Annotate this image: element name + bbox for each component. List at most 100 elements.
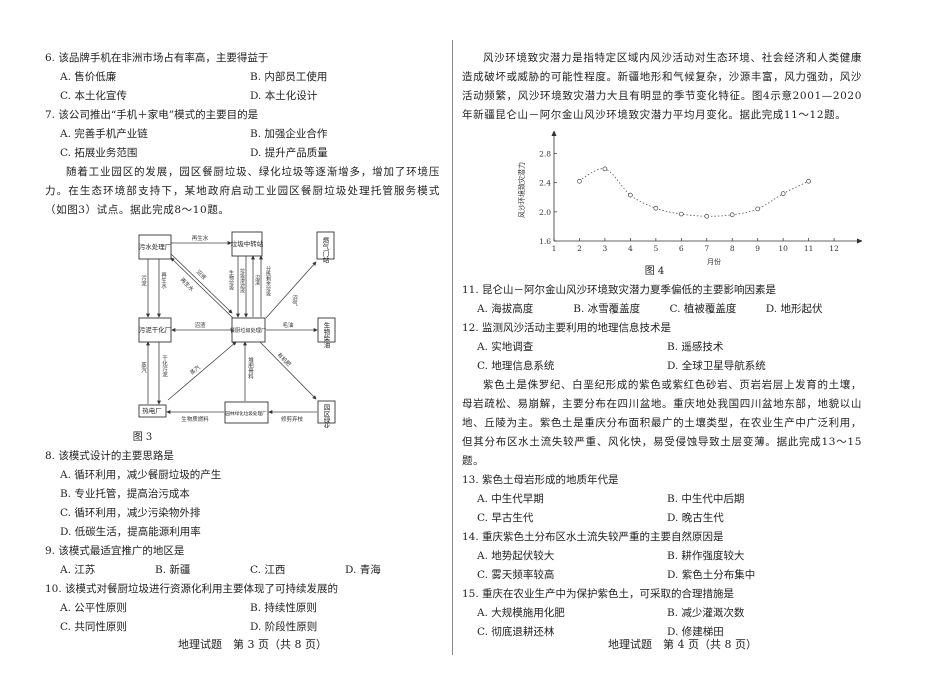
question-stem: 12. 监测风沙活动主要利用的地理信息技术是 bbox=[462, 322, 672, 334]
option-d: D. 晚古生代 bbox=[667, 512, 724, 524]
node-gas: 燃气门站 bbox=[321, 236, 329, 264]
data-point bbox=[653, 205, 659, 211]
label-transfer-kitchen-bio: 生物垃圾 bbox=[228, 269, 234, 291]
y-tick-label: 2.4 bbox=[539, 179, 551, 188]
node-kitchen: 餐厨垃圾处理厂 bbox=[230, 326, 266, 334]
option-c: C. 植被覆盖度 bbox=[669, 303, 737, 315]
node-diesel: 生物柴油 bbox=[322, 321, 330, 350]
x-tick-label: 1 bbox=[552, 244, 557, 253]
edge-kitchen-green bbox=[259, 341, 317, 400]
question-stem: 7. 该公司推出“手机＋家电”模式的主要目的是 bbox=[45, 109, 259, 121]
data-point bbox=[755, 206, 761, 212]
option-c: C. 江西 bbox=[250, 564, 286, 576]
figure-4-caption: 图 4 bbox=[644, 266, 665, 277]
x-tick-label: 6 bbox=[679, 244, 684, 253]
option-a: A. 完善手机产业链 bbox=[60, 128, 148, 140]
figure-3-diagram: 污水处理厂 垃圾中转站 燃气门站 污泥干化厂 餐厨垃圾处理厂 生物柴油 热电厂 … bbox=[138, 231, 336, 428]
node-sewage: 污水处理厂 bbox=[139, 242, 172, 251]
label-power-sludge: 蒸汽 bbox=[140, 361, 147, 374]
label-sewage-transfer: 再生水 bbox=[192, 234, 209, 242]
x-tick-label: 4 bbox=[628, 244, 633, 253]
option-b: B. 加强企业合作 bbox=[250, 128, 328, 140]
option-b: B. 减少灌溉次数 bbox=[667, 607, 745, 619]
edge-sewage-kitchen bbox=[170, 253, 233, 314]
x-tick-label: 5 bbox=[653, 244, 658, 253]
data-point bbox=[704, 213, 710, 219]
option-c: C. 雾天频率较高 bbox=[477, 569, 555, 581]
option-d: D. 本土化设计 bbox=[250, 90, 318, 102]
node-garden: 园林绿化垃圾处理厂 bbox=[225, 410, 267, 417]
option-a: A. 大规模施用化肥 bbox=[477, 607, 565, 619]
y-tick-label: 1.6 bbox=[539, 237, 551, 246]
option-b: B. 中生代中后期 bbox=[667, 493, 745, 505]
question-stem: 14. 重庆紫色土分布区水土流失较严重的主要自然原因是 bbox=[462, 531, 724, 543]
data-point bbox=[628, 192, 633, 198]
x-tick-label: 3 bbox=[603, 244, 608, 253]
option-c: C. 早古生代 bbox=[477, 512, 534, 524]
label-kitchen-green: 有机肥 bbox=[276, 351, 294, 369]
option-c: C. 彻底退耕还林 bbox=[477, 626, 555, 638]
label-kitchen-sludge: 沼渣 bbox=[194, 321, 206, 329]
x-tick-label: 2 bbox=[577, 244, 582, 253]
option-a: A. 循环利用，减少餐厨垃圾的产生 bbox=[60, 469, 222, 481]
passage-11-12: 风沙环境致灾潜力是指特定区域内风沙活动对生态环境、社会经济和人类健康造成破坏或威… bbox=[462, 52, 862, 121]
edge-kitchen-sewage bbox=[170, 257, 234, 319]
option-b: B. 耕作强度较大 bbox=[667, 550, 745, 562]
option-c: C. 共同性原则 bbox=[60, 621, 127, 633]
x-tick-label: 12 bbox=[829, 244, 839, 253]
question-stem: 13. 紫色土母岩形成的地质年代是 bbox=[462, 474, 619, 486]
label-kitchen-sewage: 沼液 bbox=[195, 268, 209, 282]
passage-8-10: 随着工业园区的发展，园区餐厨垃圾、绿化垃圾等逐渐增多，增加了环境压力。在生态环境… bbox=[45, 166, 440, 216]
question-stem: 11. 昆仑山－阿尔金山风沙环境致灾潜力夏季偏低的主要影响因素是 bbox=[462, 284, 777, 296]
option-c: C. 地理信息系统 bbox=[477, 360, 555, 372]
option-b: B. 新疆 bbox=[155, 564, 191, 576]
x-tick-label: 10 bbox=[778, 244, 788, 253]
option-d: D. 地形起伏 bbox=[765, 303, 823, 315]
label-garden-kitchen: 堆肥骨料 bbox=[247, 356, 254, 381]
series-line bbox=[579, 168, 809, 217]
x-tick-label: 7 bbox=[704, 244, 709, 253]
label-kitchen-transfer-residue: 沼渣 bbox=[254, 274, 260, 286]
node-transfer: 垃圾中转站 bbox=[231, 239, 264, 248]
label-kitchen-gas: 沼气 bbox=[291, 294, 298, 307]
x-axis-arrow bbox=[857, 238, 862, 244]
option-c: C. 拓展业务范围 bbox=[60, 147, 138, 159]
data-point bbox=[806, 178, 811, 184]
option-a: A. 实地调查 bbox=[477, 341, 534, 353]
data-point bbox=[577, 178, 582, 184]
option-d: D. 低碳生活，提高能源利用率 bbox=[60, 526, 201, 538]
option-d: D. 修建梯田 bbox=[667, 626, 724, 638]
data-point bbox=[729, 212, 735, 218]
label-sewage-sludge-mud: 污泥 bbox=[140, 274, 147, 288]
node-power: 热电厂 bbox=[142, 406, 162, 415]
option-d: D. 紫色土分布集中 bbox=[667, 569, 756, 581]
x-tick-label: 11 bbox=[804, 244, 814, 253]
label-sewage-kitchen: 再生水 bbox=[179, 276, 197, 294]
option-b: B. 冰雪覆盖度 bbox=[573, 303, 641, 315]
option-b: B. 专业托管，提高治污成本 bbox=[60, 488, 190, 500]
label-sludge-power: 干化污泥 bbox=[161, 355, 168, 379]
question-8: 8. 该模式设计的主要思路是 A. 循环利用，减少餐厨垃圾的产生 B. 专业托管… bbox=[45, 447, 440, 542]
y-axis-label: 风沙环境致灾潜力 bbox=[517, 162, 526, 218]
x-tick-label: 8 bbox=[730, 244, 735, 253]
option-b: B. 遥感技术 bbox=[667, 341, 724, 353]
page-4: 风沙环境致灾潜力是指特定区域内风沙活动对生态环境、社会经济和人类健康造成破坏或威… bbox=[462, 49, 862, 642]
option-d: D. 青海 bbox=[345, 564, 381, 576]
y-axis-arrow bbox=[551, 131, 557, 136]
label-kitchen-diesel: 毛油 bbox=[282, 321, 294, 329]
data-point bbox=[678, 211, 684, 217]
option-d: D. 阶段性原则 bbox=[250, 621, 318, 633]
y-tick-label: 2.8 bbox=[539, 150, 551, 159]
question-stem: 10. 该模式对餐厨垃圾进行资源化利用主要体现了可持续发展的 bbox=[45, 583, 339, 595]
page-divider bbox=[452, 40, 453, 655]
figure-3-caption: 图 3 bbox=[132, 432, 153, 443]
node-green: 园区绿化 bbox=[322, 404, 330, 428]
